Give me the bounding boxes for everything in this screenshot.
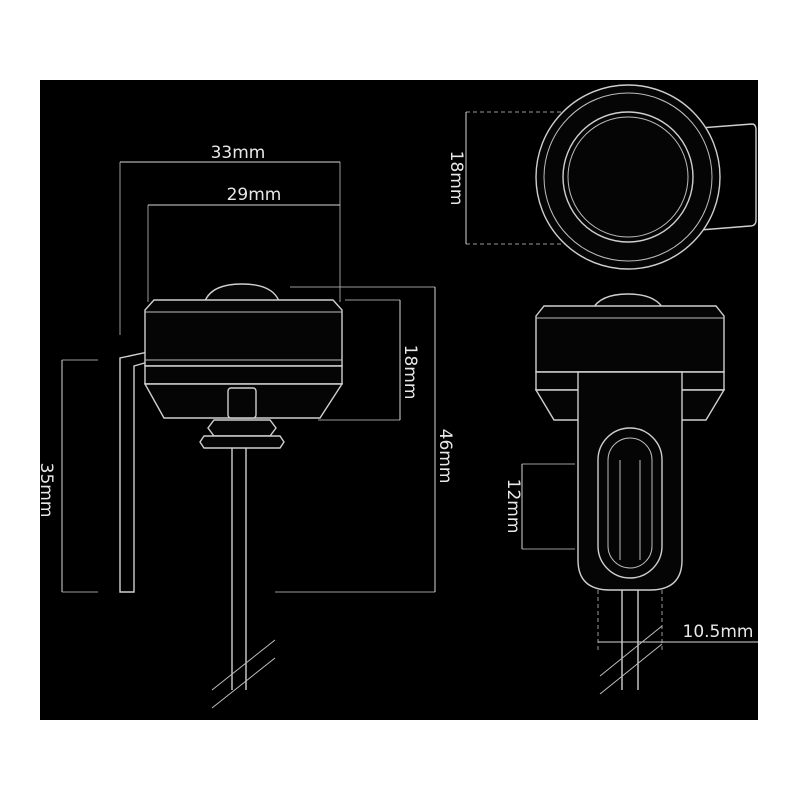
dimension-label-12mm: 12mm <box>503 479 523 534</box>
dimension-label-35mm: 35mm <box>36 463 56 518</box>
nut <box>207 419 277 437</box>
dimension-label-29mm: 29mm <box>227 185 282 205</box>
housing-front <box>535 305 725 373</box>
front-view: 12mm 10.5mm <box>503 293 758 695</box>
dimension-label-10-5mm: 10.5mm <box>683 622 754 642</box>
lens-ring <box>562 111 694 243</box>
side-view: 33mm 29mm 18mm 46mm 35mm <box>36 143 455 709</box>
bracket-plate <box>577 371 683 591</box>
dimension-label-18mm-top: 18mm <box>446 151 466 206</box>
lens-dome <box>203 283 281 302</box>
dimension-label-18mm-side: 18mm <box>400 345 420 400</box>
mounting-slot <box>597 427 663 579</box>
washer <box>199 435 285 449</box>
housing-band <box>144 365 343 385</box>
top-view: 18mm <box>446 84 757 270</box>
housing-top <box>144 299 343 367</box>
dimension-label-33mm: 33mm <box>211 143 266 163</box>
bracket-tab-top <box>699 123 757 231</box>
dimension-label-46mm: 46mm <box>435 429 455 484</box>
